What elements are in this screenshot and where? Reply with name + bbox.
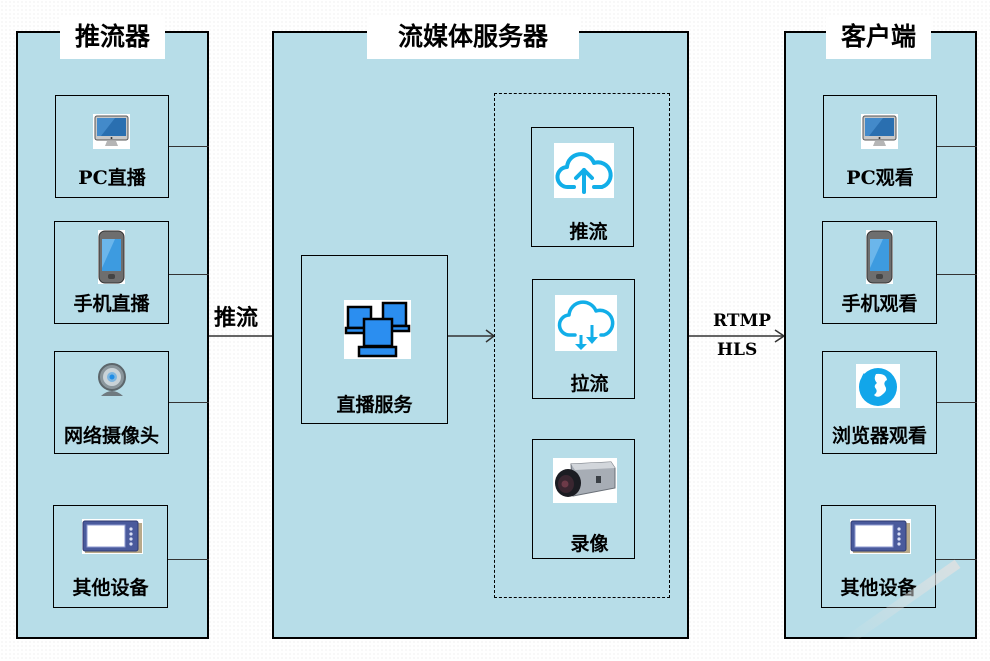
pusher-panel-title: 推流器 [60,17,165,59]
live-service-label: 直播服务 [336,394,413,416]
connector-line [937,402,977,403]
networked-computers-icon [344,300,411,359]
function-record-label: 录像 [570,533,609,555]
device-panel-icon [82,519,143,554]
connector-line [169,146,209,147]
pusher-item-pc[interactable]: PC直播 [55,95,169,198]
pusher-item-phone-label: 手机直播 [73,293,150,315]
client-item-pc[interactable]: PC观看 [823,95,937,198]
function-push-label: 推流 [569,221,608,243]
connector-line [937,146,977,147]
client-item-pc-label: PC观看 [846,167,914,189]
desktop-monitor-icon [861,114,898,149]
pusher-item-webcam[interactable]: 网络摄像头 [54,351,169,454]
smartphone-icon [866,230,893,284]
client-item-other-label: 其他设备 [840,577,917,599]
client-item-other[interactable]: 其他设备 [821,505,936,608]
client-item-phone-label: 手机观看 [841,293,918,315]
webcam-icon [95,362,129,398]
connector-line [936,559,977,560]
server-functions-group [494,93,670,598]
cctv-camera-icon [553,458,617,503]
protocol-label-hls: HLS [717,340,758,360]
function-push[interactable]: 推流 [531,127,634,247]
push-arrow-label: 推流 [214,305,259,331]
client-item-phone[interactable]: 手机观看 [822,221,937,324]
connector-line [169,402,209,403]
pusher-item-pc-label: PC直播 [78,167,146,189]
client-item-browser[interactable]: 浏览器观看 [822,351,937,454]
server-panel-title: 流媒体服务器 [367,17,579,59]
device-panel-icon [850,519,911,554]
pusher-item-other[interactable]: 其他设备 [53,505,168,608]
pusher-item-other-label: 其他设备 [72,577,149,599]
protocol-label-rtmp: RTMP [713,311,772,331]
desktop-monitor-icon [93,114,130,149]
pusher-item-webcam-label: 网络摄像头 [63,425,159,447]
function-pull-label: 拉流 [570,373,609,395]
live-service-box[interactable]: 直播服务 [301,255,448,424]
browser-globe-icon [856,364,900,408]
function-record[interactable]: 录像 [532,439,635,559]
connector-line [937,274,977,275]
pusher-item-phone[interactable]: 手机直播 [54,221,169,324]
service-to-functions-arrow [448,329,496,343]
cloud-download-icon [555,295,617,351]
cloud-upload-icon [554,143,614,198]
connector-line [169,274,209,275]
connector-line [168,559,209,560]
function-pull[interactable]: 拉流 [532,279,635,399]
smartphone-icon [98,230,125,284]
client-item-browser-label: 浏览器观看 [831,425,927,447]
client-panel-title: 客户端 [826,17,931,59]
